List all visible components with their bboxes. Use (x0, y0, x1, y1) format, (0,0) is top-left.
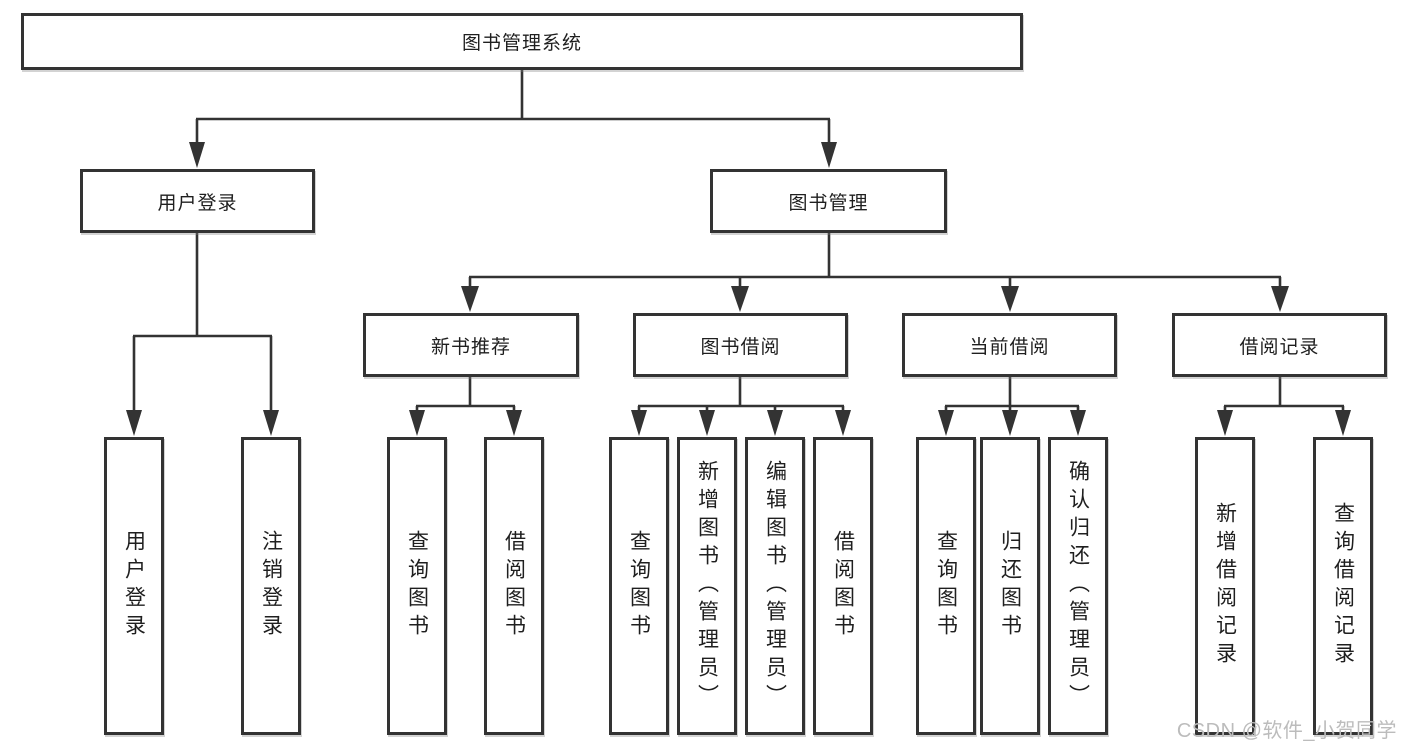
leaf-query-book-current: 查询图书 (916, 437, 976, 735)
leaf-user-login: 用户登录 (104, 437, 164, 735)
arrowheads (126, 142, 1351, 436)
node-root-label: 图书管理系统 (461, 33, 582, 54)
node-user-login-label: 用户登录 (157, 192, 238, 214)
node-book-borrow-label: 图书借阅 (700, 336, 781, 358)
leaf-logout: 注销登录 (241, 437, 301, 735)
leaf-borrow-book-recommend: 借阅图书 (484, 437, 544, 735)
leaf-add-borrow-record: 新增借阅记录 (1195, 437, 1255, 735)
node-root: 图书管理系统 (21, 13, 1023, 70)
leaf-query-book-recommend: 查询图书 (387, 437, 447, 735)
node-borrow-records: 借阅记录 (1172, 313, 1387, 377)
node-book-borrow: 图书借阅 (633, 313, 848, 377)
node-new-book-recommend: 新书推荐 (363, 313, 579, 377)
node-current-borrow: 当前借阅 (902, 313, 1117, 377)
node-current-borrow-label: 当前借阅 (969, 336, 1050, 358)
node-borrow-records-label: 借阅记录 (1239, 336, 1320, 358)
leaf-confirm-return-admin: 确认归还（管理员） (1048, 437, 1108, 735)
leaf-return-book: 归还图书 (980, 437, 1040, 735)
node-new-book-recommend-label: 新书推荐 (430, 336, 511, 358)
node-book-management-label: 图书管理 (788, 192, 869, 214)
node-user-login: 用户登录 (80, 169, 315, 233)
leaf-edit-book-admin: 编辑图书（管理员） (745, 437, 805, 735)
leaf-query-book-borrow: 查询图书 (609, 437, 669, 735)
node-book-management: 图书管理 (710, 169, 947, 233)
leaf-add-book-admin: 新增图书（管理员） (677, 437, 737, 735)
leaf-borrow-book: 借阅图书 (813, 437, 873, 735)
leaf-query-borrow-record: 查询借阅记录 (1313, 437, 1373, 735)
